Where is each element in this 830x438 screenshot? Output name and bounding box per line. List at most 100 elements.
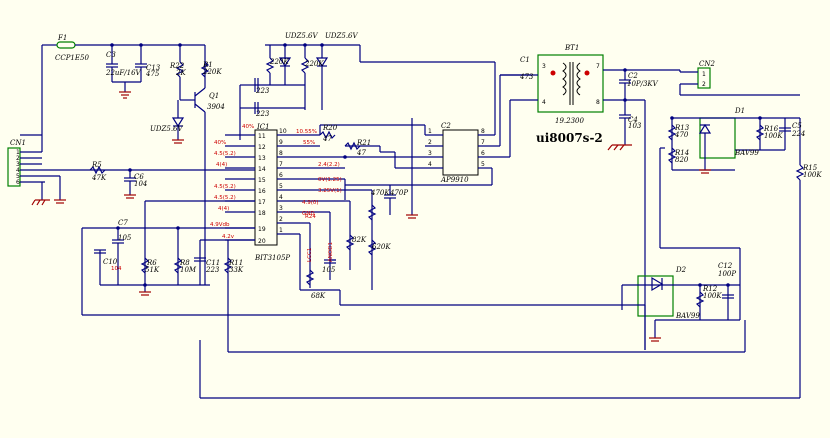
r6-ref: R6: [146, 259, 157, 267]
signal-label: 2.4(2.2): [318, 162, 340, 168]
r16-ref: R16: [763, 125, 779, 133]
c5-ref: C5: [792, 122, 802, 130]
lower-left-network: [81, 200, 340, 316]
feedback-loops: [199, 198, 801, 399]
ic-pin-label: 20: [258, 238, 266, 245]
ic-pin-label: 8: [481, 128, 485, 135]
signal-label: 4.9Vdb: [210, 222, 230, 228]
r13-ref: R13: [674, 124, 690, 132]
pin-label: 3: [542, 63, 546, 70]
signal-label: 4(4): [216, 162, 227, 168]
c10-value: 104: [111, 266, 122, 272]
ic-pin-label: 2: [428, 139, 432, 146]
r22-ref: R22: [169, 62, 185, 70]
ic-pin-label: 7: [279, 161, 283, 168]
cn2-pin: 2: [702, 81, 706, 88]
r12-value: 100K: [703, 292, 722, 300]
signal-label: 10.55%: [296, 129, 317, 135]
transformer-pins: 3 4 7 8: [542, 63, 600, 106]
c1-value: 473: [519, 73, 534, 81]
r5-ref: R5: [91, 161, 102, 169]
r14-ref: R14: [674, 149, 689, 157]
ic-pin-label: 12: [258, 144, 266, 151]
input-connector: [7, 135, 255, 206]
signal-label: 55%: [303, 140, 315, 146]
c1-ref: C1: [520, 56, 530, 64]
signal-label: 0V(1.25): [318, 177, 342, 183]
ic1-left-signals: 40% 4.5(5.2) 4(4) 4.5(5.2) 4.5(5.2) 4(4)…: [210, 140, 236, 240]
zener-top2-label: UDZ5.6V: [325, 32, 359, 40]
r20-value: 47: [322, 135, 332, 143]
c6-value: 104: [134, 180, 147, 188]
vert2-label: ANOD1: [328, 242, 334, 262]
ic-pin-label: 17: [258, 199, 266, 206]
r4-value: 470K: [370, 189, 390, 197]
ic-pin-label: 5: [279, 183, 283, 190]
transformer-ratio: 19.2300: [555, 117, 584, 125]
c3-value: 22uF/16V: [105, 69, 142, 77]
ic1-part: BIT3105P: [254, 254, 290, 262]
ic1-right-pins: 10 9 8 7 6 5 4 3 2 1: [279, 128, 287, 234]
ic1-side-signal: 40%: [242, 124, 254, 130]
c12-ref: C12: [718, 262, 733, 270]
cn1-pin: 6: [16, 179, 20, 186]
transformer-ref: BT1: [564, 44, 579, 52]
r22-value: 2K: [175, 69, 186, 77]
c7-value: 105: [118, 234, 132, 242]
c5-value: 224: [791, 130, 805, 138]
c4-ref: C4: [628, 116, 638, 124]
signal-label: 4(4): [218, 206, 229, 212]
zener-left-label: UDZ5.6V: [150, 125, 184, 133]
ic-pin-label: 13: [258, 155, 266, 162]
ic-pin-label: 2: [279, 216, 283, 223]
c6-ref: C6: [134, 173, 144, 181]
fuse-symbol: [56, 41, 76, 49]
c9-value: 470P: [389, 189, 408, 197]
signal-label: 4.2v: [222, 234, 235, 240]
r11-ref: R11: [228, 259, 243, 267]
ic-pin-label: 9: [279, 139, 283, 146]
signal-label: 40%: [214, 140, 226, 146]
r9-value: 68K: [311, 292, 326, 300]
output-connector: [679, 67, 800, 96]
ic-pin-label: 5: [481, 161, 485, 168]
main-ic: [225, 129, 345, 246]
r6-value: 51K: [145, 266, 160, 274]
ic-pin-label: 16: [258, 188, 266, 195]
r17-value: 220K: [304, 60, 324, 68]
ic-pin-label: 11: [258, 133, 266, 140]
cn2-ref: CN2: [699, 60, 715, 68]
r8b-ref: R8: [179, 259, 190, 267]
ic-pin-label: 7: [481, 139, 485, 146]
c12-value: 100P: [718, 270, 736, 278]
q1-ref: Q1: [209, 92, 219, 100]
d1-ref: D1: [734, 107, 745, 115]
top-rail: [20, 41, 210, 285]
r1-value: 220K: [202, 68, 222, 76]
junction-dots: [110, 43, 762, 287]
signal-label: 4.5(5.2): [214, 151, 236, 157]
ic-pin-label: 15: [258, 177, 266, 184]
r1-ref: R1: [202, 61, 213, 69]
c8-value: 105: [322, 266, 336, 274]
c3-ref: C3: [106, 51, 116, 59]
c7-ref: C7: [118, 219, 128, 227]
pin-label: 4: [542, 99, 546, 106]
pin-label: 8: [596, 99, 600, 106]
signal-label: 4.5(5.2): [214, 195, 236, 201]
pin-label: 7: [596, 63, 600, 70]
ic-pin-label: 1: [279, 227, 283, 234]
transformer: [500, 54, 681, 350]
cn1-pin: 1: [16, 149, 20, 156]
ic1-ref: IC1: [256, 123, 270, 131]
ic-pin-label: 1: [428, 128, 432, 135]
r11-value: 33K: [229, 266, 244, 274]
ic-pin-label: 19: [258, 226, 266, 233]
r21-ref: R21: [356, 139, 371, 147]
d1-part: BAV99: [734, 149, 759, 157]
c21-value: 223: [255, 110, 270, 118]
driver-ref: C2: [441, 122, 451, 130]
c11-ref: C11: [206, 259, 220, 267]
c2-ref: C2: [628, 72, 638, 80]
d1-section: [659, 117, 805, 248]
